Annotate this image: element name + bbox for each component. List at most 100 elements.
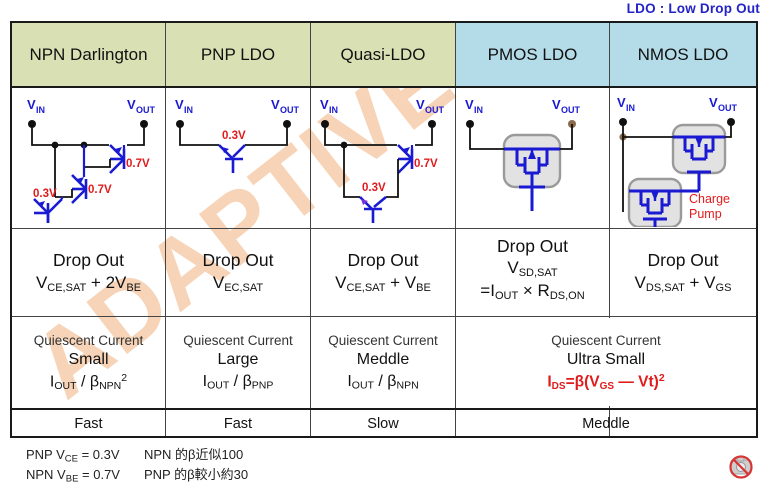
speed-label: Fast [74,415,103,432]
dropout-cell-pmos-ldo: Drop Out VSD,SAT =IOUT × RDS,ON [456,223,609,316]
circuit-npn-darlington: V IN V OUT [14,87,164,227]
svg-text:OUT: OUT [136,105,156,115]
dropout-title: Drop Out [497,235,568,256]
dropout-title: Drop Out [53,250,124,271]
column-divider-2 [310,23,311,436]
header-cell-pmos-ldo: PMOS LDO [456,23,609,86]
speed-label: Slow [367,415,399,432]
circuit-pmos-ldo: V IN V OUT [457,87,608,227]
svg-text:V: V [465,97,474,112]
ldo-abbreviation-note: LDO : Low Drop Out [626,1,760,16]
svg-text:V: V [320,97,329,112]
header-label: Quasi-LDO [340,44,426,64]
speed-cell-npn-darlington: Fast [12,409,165,438]
header-label: NPN Darlington [29,44,148,64]
svg-text:IN: IN [626,103,635,113]
drop-label-1: 0.3V [362,182,386,194]
footnote-right: PNP 的β較小約30 [144,467,249,483]
svg-text:OUT: OUT [280,105,300,115]
svg-text:IN: IN [184,105,193,115]
svg-text:V: V [127,97,136,112]
drop-label-0: 0.7V [414,158,438,170]
column-divider-4 [609,23,610,318]
quiescent-value: Large [217,351,259,369]
footnotes: PNP VCE = 0.3V NPN 的β近似100 NPN VBE = 0.7… [26,446,248,486]
speed-label: Fast [223,415,253,432]
charge-pump-label-line2: Pump [689,207,722,221]
quiescent-formula: IOUT / βNPN [347,373,419,392]
svg-text:IN: IN [329,105,338,115]
dropout-cell-nmos-ldo: Drop Out VDS,SAT + VGS [610,229,756,316]
svg-text:OUT: OUT [561,105,581,115]
circuit-nmos-ldo: V IN V OUT [611,87,756,229]
quiescent-head: Quiescent Current [33,332,144,348]
no-photo-stamp-icon [729,455,753,479]
quiescent-head: Quiescent Current [183,333,293,349]
dropout-formula: VCE,SAT + VBE [335,272,431,294]
svg-text:V: V [416,97,425,112]
column-divider-4-lower [609,406,610,436]
header-cell-pnp-ldo: PNP LDO [166,23,310,86]
svg-text:V: V [175,97,184,112]
dropout-formula-secondary: =IOUT × RDS,ON [480,281,585,303]
ldo-comparison-table: NPN Darlington PNP LDO Quasi-LDO PMOS LD… [10,21,758,438]
charge-pump-label-line1: Charge [689,192,730,206]
svg-text:V: V [271,97,280,112]
quiescent-value: Ultra Small [566,351,646,369]
speed-label: Meddle [582,415,630,432]
header-label: NMOS LDO [637,44,729,64]
quiescent-head: Quiescent Current [551,332,661,348]
drop-label-1: 0.7V [88,184,112,196]
header-cell-quasi-ldo: Quasi-LDO [311,23,455,86]
svg-text:V: V [27,97,36,112]
footnote-row-1: PNP VCE = 0.3V NPN 的β近似100 [26,446,248,466]
drop-label-0: 0.3V [222,130,246,142]
footnote-right: NPN 的β近似100 [144,447,244,462]
header-cell-nmos-ldo: NMOS LDO [610,23,756,86]
svg-text:V: V [617,95,626,110]
footnote-left: PNP VCE = 0.3V [26,447,120,465]
dropout-formula: VSD,SAT [507,258,558,280]
quiescent-cell-pnp-ldo: Quiescent Current Large IOUT / βPNP [166,317,310,408]
drop-label-2: 0.3V [33,188,57,200]
column-divider-3 [455,23,456,436]
svg-text:OUT: OUT [718,103,738,113]
quiescent-cell-mos-merged: Quiescent Current Ultra Small IDS=β(VGS … [456,317,756,408]
row-divider-header [12,86,756,88]
dropout-cell-npn-darlington: Drop Out VCE,SAT + 2VBE [12,229,165,316]
dropout-cell-quasi-ldo: Drop Out VCE,SAT + VBE [311,229,455,316]
speed-cell-quasi-ldo: Slow [311,409,455,438]
dropout-title: Drop Out [647,250,719,271]
speed-cell-mos-merged: Meddle [456,409,756,438]
svg-text:IN: IN [474,105,483,115]
svg-text:V: V [709,95,718,110]
drop-label-0: 0.7V [126,158,150,170]
footnote-row-2: NPN VBE = 0.7V PNP 的β較小約30 [26,466,248,486]
circuit-quasi-ldo: V IN V OUT 0.7V [312,87,454,227]
quiescent-cell-npn-darlington: Quiescent Current Small IOUT / βNPN2 [12,317,165,408]
header-cell-npn-darlington: NPN Darlington [12,23,165,86]
header-label: PMOS LDO [487,44,578,64]
quiescent-head: Quiescent Current [328,333,438,349]
column-divider-1 [165,23,166,436]
quiescent-value: Small [68,351,109,369]
footnote-left: NPN VBE = 0.7V [26,467,120,485]
quiescent-formula: IOUT / βPNP [202,373,274,392]
dropout-formula: VEC,SAT [212,272,264,294]
speed-cell-pnp-ldo: Fast [166,409,310,438]
dropout-formula: VDS,SAT + VGS [634,272,732,294]
svg-text:OUT: OUT [425,105,445,115]
svg-text:IN: IN [36,105,45,115]
quiescent-formula: IOUT / βNPN2 [49,371,128,392]
dropout-title: Drop Out [202,250,274,271]
row-divider-circuits [12,228,756,229]
dropout-title: Drop Out [347,250,419,271]
header-label: PNP LDO [200,44,276,64]
dropout-formula: VCE,SAT + 2VBE [35,272,142,294]
quiescent-cell-quasi-ldo: Quiescent Current Meddle IOUT / βNPN [311,317,455,408]
row-divider-quiescent [12,408,756,410]
row-divider-dropout [12,316,756,317]
quiescent-formula: IDS=β(VGS — Vt)2 [547,371,665,392]
dropout-cell-pnp-ldo: Drop Out VEC,SAT [166,229,310,316]
circuit-pnp-ldo: V IN V OUT 0.3V [167,87,309,227]
